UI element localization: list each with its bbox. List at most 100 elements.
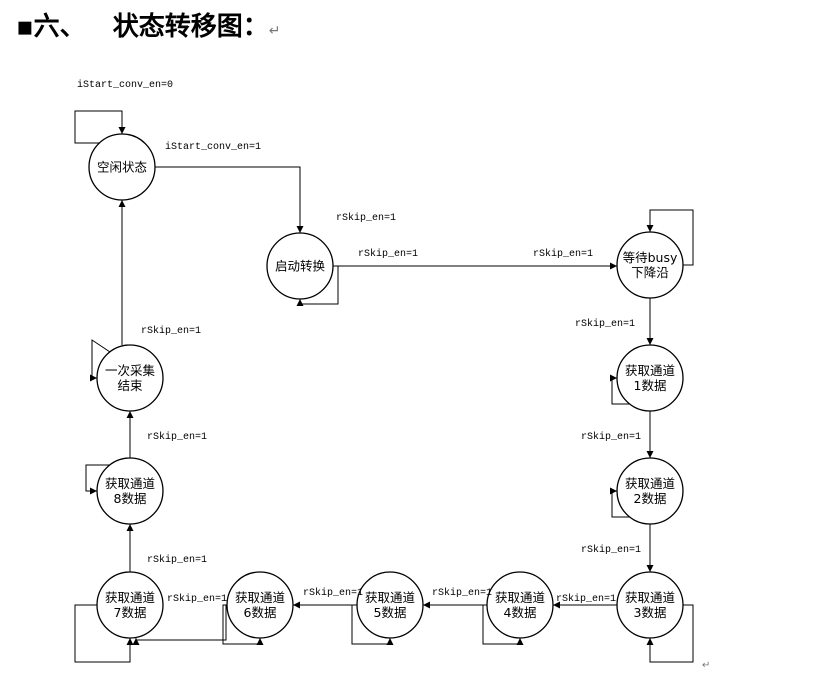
state-ch7-label: 7数据	[114, 605, 147, 620]
ch5-to-ch6-arrowhead	[293, 601, 300, 609]
state-ch3-circle	[616, 571, 684, 639]
paragraph-return-mark: ↵	[268, 23, 281, 39]
state-ch3-label: 3数据	[634, 605, 667, 620]
ch3-to-ch4-arrowhead	[553, 601, 560, 609]
wait-to-ch1-arrowhead	[646, 338, 654, 345]
ch8-to-done-arrowhead	[126, 411, 134, 418]
done-self-loop-arrowhead	[90, 374, 97, 382]
state-idle-circle	[88, 133, 156, 201]
idle-to-start-condition-label: iStart_conv_en=1	[165, 141, 261, 153]
idle-self-condition-label: iStart_conv_en=0	[77, 79, 173, 91]
state-ch4-label: 4数据	[504, 605, 537, 620]
transition-labels: iStart_conv_en=0 iStart_conv_en=1 rSkip_en…	[77, 79, 641, 605]
idle-to-start-line	[155, 166, 301, 233]
idle-self-loop-arrowhead	[118, 127, 126, 134]
ch2-to-ch3-arrowhead	[646, 565, 654, 572]
idle-to-start-arrowhead	[296, 226, 304, 233]
ch7-self-loop-line	[74, 604, 131, 663]
state-idle: 空闲状态	[88, 133, 156, 201]
ch4-to-ch5-condition-label: rSkip_en=1	[432, 587, 492, 599]
start-self-loop-arrowhead	[296, 299, 304, 306]
section-heading: ▪六、 状态转移图：↵	[16, 6, 281, 43]
ch2-to-ch3-condition-label: rSkip_en=1	[581, 544, 641, 556]
state-ch8-label: 获取通道	[105, 476, 156, 491]
wait-to-ch1-condition-label: rSkip_en=1	[575, 318, 635, 330]
idle-self-loop-line	[74, 110, 123, 144]
ch1-self-loop-arrowhead	[610, 374, 617, 382]
transition-arrowheads	[90, 127, 654, 645]
ch8-self-loop-arrowhead	[90, 487, 97, 495]
state-done-label: 结束	[117, 378, 143, 393]
heading-title: 六、 状态转移图：	[33, 12, 269, 42]
state-wait-busy-label: 下降沿	[631, 265, 669, 280]
state-ch2-circle	[616, 457, 684, 525]
bullet-mark: ▪	[16, 12, 34, 42]
state-ch6-circle	[226, 571, 294, 639]
ch6-to-ch7-condition-label: rSkip_en=1	[167, 593, 227, 605]
state-ch7-circle	[96, 571, 164, 639]
state-ch2-label: 2数据	[634, 491, 667, 506]
state-ch2-label: 获取通道	[625, 476, 676, 491]
wait-self-loop-arrowhead	[646, 225, 654, 232]
state-start: 启动转换	[266, 232, 334, 300]
state-ch4-circle	[486, 571, 554, 639]
done-to-idle-arrowhead	[118, 200, 126, 207]
state-ch6-label: 获取通道	[235, 590, 286, 605]
state-ch4-label: 获取通道	[495, 590, 546, 605]
ch4-self-loop-arrowhead	[516, 638, 524, 645]
state-idle-label: 空闲状态	[97, 160, 147, 175]
state-ch8-label: 8数据	[114, 491, 147, 506]
state-wait-busy-circle	[616, 231, 684, 299]
state-ch5-circle	[356, 571, 424, 639]
done-to-idle-condition-label: rSkip_en=1	[141, 325, 201, 337]
state-ch7-label: 获取通道	[105, 590, 156, 605]
ch5-to-ch6-condition-label: rSkip_en=1	[303, 587, 363, 599]
state-ch1-label: 获取通道	[625, 363, 676, 378]
state-ch3-label: 获取通道	[625, 590, 676, 605]
ch2-self-loop-arrowhead	[610, 487, 617, 495]
ch7-self-loop-arrowhead	[126, 638, 134, 645]
state-start-label: 启动转换	[275, 259, 326, 274]
start-self-condition-label: rSkip_en=1	[336, 212, 396, 224]
ch3-to-ch4-condition-label: rSkip_en=1	[556, 593, 616, 605]
ch1-to-ch2-arrowhead	[646, 451, 654, 458]
state-ch5-label: 获取通道	[365, 590, 416, 605]
state-start-circle	[266, 232, 334, 300]
ch1-to-ch2-condition-label: rSkip_en=1	[581, 431, 641, 443]
state-wait-busy-label: 等待busy	[623, 250, 678, 265]
end-return-mark: ↵	[702, 660, 710, 671]
state-ch6-label: 6数据	[244, 605, 277, 620]
ch4-to-ch5-arrowhead	[423, 601, 430, 609]
ch8-to-done-condition-label: rSkip_en=1	[147, 431, 207, 443]
ch6-self-loop-arrowhead	[256, 638, 264, 645]
state-nodes: 空闲状态启动转换等待busy下降沿获取通道1数据获取通道2数据获取通道3数据获取…	[88, 133, 684, 639]
ch7-to-ch8-condition-label: rSkip_en=1	[147, 554, 207, 566]
state-ch8-circle	[96, 457, 164, 525]
start-to-wait-arrowhead	[610, 262, 617, 270]
start-to-wait-condition-a-label: rSkip_en=1	[358, 248, 418, 260]
state-done-circle	[96, 344, 164, 412]
state-ch1-circle	[616, 344, 684, 412]
wait-self-loop-line	[649, 209, 694, 266]
ch5-self-loop-arrowhead	[386, 638, 394, 645]
state-done-label: 一次采集	[105, 363, 156, 378]
ch3-self-loop-arrowhead	[646, 638, 654, 645]
ch7-to-ch8-arrowhead	[126, 524, 134, 531]
state-ch5-label: 5数据	[374, 605, 407, 620]
ch3-self-loop-line	[649, 604, 694, 663]
ch6-to-ch7-arrowhead	[132, 638, 140, 645]
start-to-wait-condition-b-label: rSkip_en=1	[533, 248, 593, 260]
state-ch1-label: 1数据	[634, 378, 667, 393]
